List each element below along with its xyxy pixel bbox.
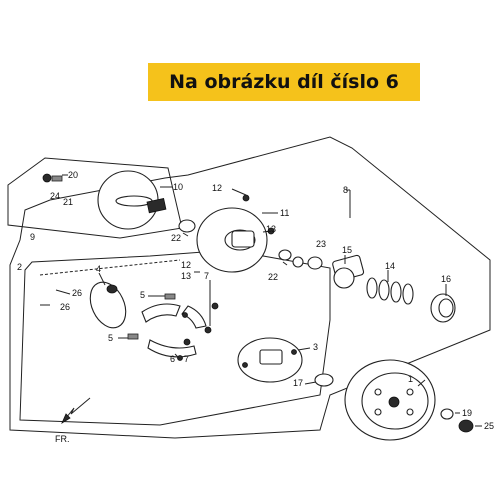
callout-15: 15 xyxy=(342,245,352,255)
parts-14-15-16-springs-sleeves xyxy=(332,254,456,323)
callout-12b: 12 xyxy=(181,260,191,270)
callout-1: 1 xyxy=(408,374,413,384)
callout-22a: 22 xyxy=(171,233,181,243)
part-11-movable-face xyxy=(178,194,323,273)
callout-10: 10 xyxy=(173,182,183,192)
callout-2: 2 xyxy=(17,262,22,272)
callout-16: 16 xyxy=(441,274,451,284)
callout-5b: 5 xyxy=(108,333,113,343)
callout-24: 24 xyxy=(50,191,60,201)
callout-5a: 5 xyxy=(140,290,145,300)
callout-26b: 26 xyxy=(60,302,70,312)
callout-23: 23 xyxy=(316,239,326,249)
part-3-clutch-plate xyxy=(237,337,303,383)
callout-8: 8 xyxy=(343,185,348,195)
callout-17: 17 xyxy=(293,378,303,388)
callout-22b: 22 xyxy=(268,272,278,282)
part-1-clutch-bell xyxy=(314,359,474,441)
callout-21: 21 xyxy=(63,197,73,207)
callout-9: 9 xyxy=(30,232,35,242)
callout-26a: 26 xyxy=(72,288,82,298)
callout-20: 20 xyxy=(68,170,78,180)
callout-4: 4 xyxy=(96,264,101,274)
callout-3: 3 xyxy=(313,342,318,352)
front-direction-arrow: FR. xyxy=(55,397,91,444)
callout-7a: 7 xyxy=(204,271,209,281)
callout-25: 25 xyxy=(484,421,494,431)
callout-6: 6 xyxy=(170,354,175,364)
leader-lines xyxy=(40,174,482,427)
callout-11: 11 xyxy=(280,208,289,218)
callout-numbers: 1 2 3 4 5 5 6 7 7 8 9 10 11 12 12 13 13 … xyxy=(17,170,494,431)
callout-12a: 12 xyxy=(212,183,222,193)
direction-label: FR. xyxy=(55,434,70,444)
callout-19: 19 xyxy=(462,408,472,418)
parts-4-5-6-7-clutch-shoes xyxy=(89,281,219,361)
callout-7b: 7 xyxy=(184,354,189,364)
callout-13a: 13 xyxy=(266,224,276,234)
callout-13b: 13 xyxy=(181,271,191,281)
callout-14: 14 xyxy=(385,261,395,271)
part-number-banner: Na obrázku díl číslo 6 xyxy=(148,63,420,101)
part-10-drive-face xyxy=(42,170,167,230)
